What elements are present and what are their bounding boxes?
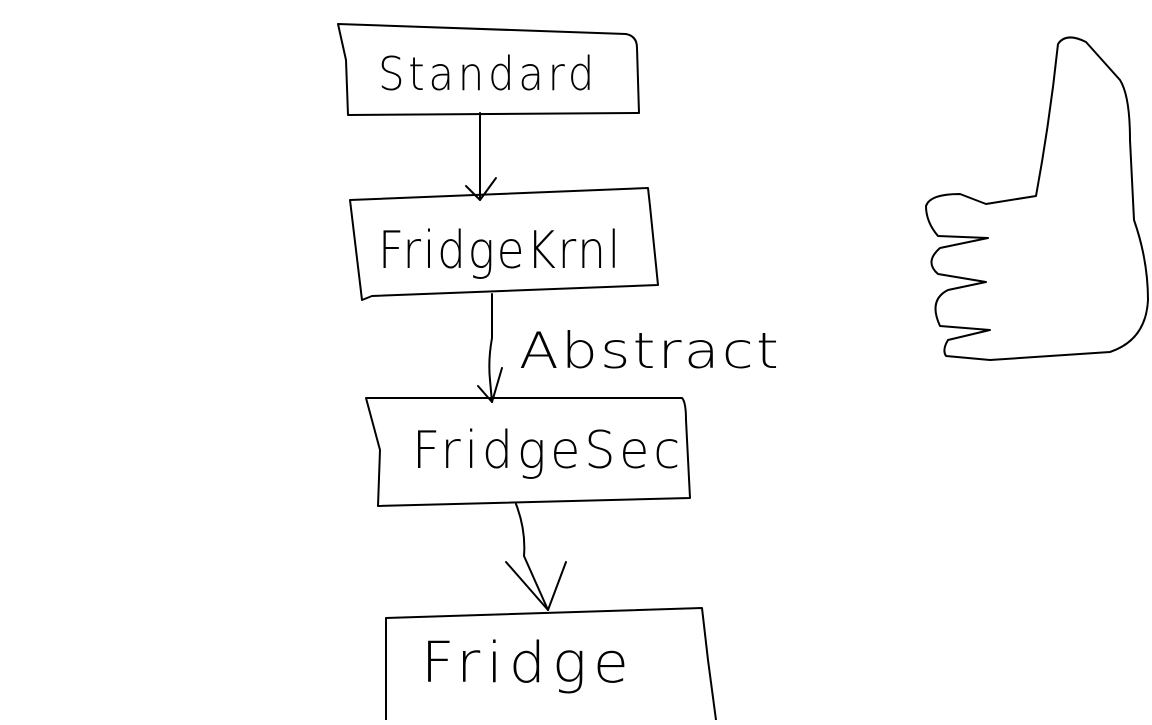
box-fridge-label: Fridge: [421, 631, 635, 696]
box-standard: Standard: [337, 23, 640, 116]
edge-label-abstract: Abstract: [519, 322, 781, 380]
thumbs-up-icon: [925, 36, 1149, 361]
arrow-standard-to-fridgekrnl: [465, 112, 497, 201]
arrow-head: [505, 561, 567, 611]
box-fridgekrnl-label: FridgeKrnl: [378, 221, 622, 281]
thumbs-up-outline: [925, 36, 1149, 361]
box-fridgekrnl-outline: [349, 187, 659, 301]
box-fridge: Fridge: [385, 607, 717, 721]
box-fridgekrnl: FridgeKrnl: [349, 187, 659, 301]
arrow-head: [477, 367, 503, 403]
box-fridgesec-label: FridgeSec: [412, 421, 684, 481]
arrow-fridgekrnl-to-fridgesec: Abstract: [477, 293, 781, 403]
box-fridgesec: FridgeSec: [365, 397, 691, 507]
arrow-line: [515, 503, 549, 611]
arrow-line: [488, 293, 493, 403]
arrow-fridgesec-to-fridge: [505, 503, 567, 611]
box-standard-outline: [337, 23, 640, 116]
box-standard-label: Standard: [378, 47, 598, 101]
box-fridgesec-outline: [365, 397, 691, 507]
arrow-head: [465, 177, 497, 201]
box-fridge-outline: [385, 607, 717, 721]
